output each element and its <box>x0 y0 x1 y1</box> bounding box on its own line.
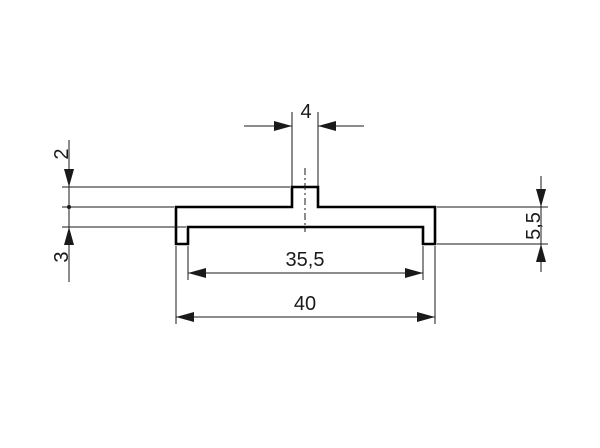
dim-text-inner-width: 35,5 <box>286 249 325 271</box>
dim-text-overall-width: 40 <box>294 293 316 315</box>
arrow-right-bottom <box>536 244 546 262</box>
dim-text-lug-width: 4 <box>300 101 311 123</box>
arrow-top-offset <box>64 169 74 187</box>
arrow-overall-right <box>417 312 435 322</box>
arrow-lug-left <box>274 121 292 131</box>
arrow-lug-right <box>318 121 336 131</box>
dim-text-right-height: 5,5 <box>523 212 545 240</box>
arrow-right-top <box>536 189 546 207</box>
arrow-inner-right <box>405 268 423 278</box>
arrow-overall-left <box>176 312 194 322</box>
dimension-point <box>67 205 71 209</box>
dim-text-top-offset: 2 <box>51 148 73 159</box>
dim-text-bottom-offset: 3 <box>51 251 73 262</box>
profile-outline <box>174 185 437 246</box>
arrow-inner-left <box>188 268 206 278</box>
arrow-bottom-offset <box>64 227 74 245</box>
